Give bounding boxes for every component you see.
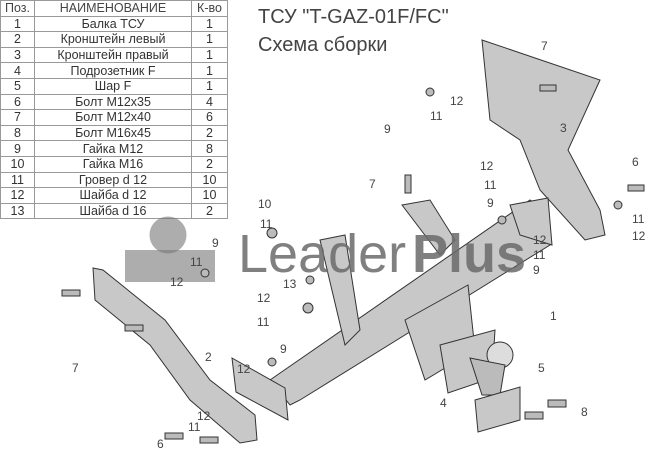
callout-label: 5 bbox=[538, 361, 545, 375]
callout-label: 13 bbox=[283, 277, 297, 291]
fasteners bbox=[61, 84, 645, 444]
washer-icon bbox=[305, 275, 315, 285]
bolt-icon bbox=[164, 432, 184, 440]
hitch-ball-icon bbox=[149, 216, 187, 254]
callout-label: 11 bbox=[260, 217, 273, 231]
bolt-icon bbox=[539, 84, 557, 92]
callout-label: 12 bbox=[533, 233, 547, 247]
callout-label: 6 bbox=[157, 437, 164, 451]
nut-icon bbox=[302, 302, 314, 314]
inner-strap-right bbox=[401, 199, 456, 256]
cell-qty: 2 bbox=[191, 202, 228, 220]
callout-label: 12 bbox=[170, 275, 184, 289]
washer-icon bbox=[497, 215, 507, 225]
cell-qty: 10 bbox=[191, 171, 228, 189]
diagram-title: ТСУ "T-GAZ-01F/FC" bbox=[258, 6, 449, 28]
callout-label: 9 bbox=[384, 122, 391, 136]
callout-label: 11 bbox=[430, 109, 443, 123]
callout-label: 11 bbox=[190, 255, 203, 269]
cell-qty: 2 bbox=[191, 155, 228, 173]
callout-label: 7 bbox=[369, 177, 376, 191]
callout-label: 1 bbox=[550, 309, 557, 323]
callout-label: 12 bbox=[632, 229, 646, 243]
washer-icon bbox=[613, 200, 623, 210]
callout-label: 3 bbox=[560, 121, 567, 135]
callout-label: 10 bbox=[258, 197, 272, 211]
left-bracket bbox=[92, 267, 258, 444]
callout-label: 11 bbox=[533, 248, 546, 262]
washer-icon bbox=[425, 87, 435, 97]
callout-label: 9 bbox=[280, 342, 287, 356]
cell-position: 13 bbox=[0, 202, 35, 220]
right-bracket bbox=[481, 39, 606, 241]
diagram-subtitle: Схема сборки bbox=[258, 34, 388, 56]
callout-label: 2 bbox=[205, 350, 212, 364]
tow-beam bbox=[269, 199, 551, 406]
callout-label: 7 bbox=[541, 39, 548, 53]
bolt-icon bbox=[627, 184, 645, 192]
socket-plate bbox=[474, 386, 521, 433]
callout-label: 11 bbox=[257, 315, 270, 329]
callout-label: 6 bbox=[632, 155, 639, 169]
nut-icon bbox=[200, 268, 210, 278]
bolt-icon bbox=[61, 289, 81, 297]
bolt-icon bbox=[124, 324, 144, 332]
cell-qty: 1 bbox=[191, 31, 228, 48]
hitch-icon bbox=[125, 250, 215, 282]
callout-label: 7 bbox=[72, 361, 79, 375]
cell-name: Шайба d 16 bbox=[34, 202, 192, 220]
callout-label: 12 bbox=[480, 159, 494, 173]
beam-end-right bbox=[509, 197, 553, 246]
callout-label: 12 bbox=[257, 291, 271, 305]
callout-label: 12 bbox=[237, 362, 251, 376]
callout-label: 12 bbox=[197, 409, 211, 423]
callout-label: 12 bbox=[450, 94, 464, 108]
nut-icon bbox=[267, 357, 277, 367]
bolt-icon bbox=[547, 399, 567, 408]
callout-label: 11 bbox=[484, 178, 497, 192]
callout-label: 11 bbox=[188, 420, 201, 434]
bolt-icon bbox=[404, 174, 412, 194]
callout-label: 4 bbox=[440, 396, 447, 410]
bolt-icon bbox=[524, 411, 544, 420]
watermark-plus: Plus bbox=[412, 224, 526, 284]
callout-label: 11 bbox=[632, 212, 645, 226]
callout-label: 9 bbox=[212, 236, 219, 250]
inner-strap bbox=[319, 234, 361, 346]
beam-front-face bbox=[231, 357, 289, 421]
callout-label: 9 bbox=[487, 196, 494, 210]
callout-label: 8 bbox=[581, 405, 588, 419]
cell-position: 10 bbox=[0, 155, 35, 173]
watermark-leader: Leader bbox=[238, 224, 406, 284]
callout-label: 9 bbox=[533, 263, 540, 277]
bolt-icon bbox=[199, 436, 219, 444]
nut-icon bbox=[266, 227, 278, 239]
